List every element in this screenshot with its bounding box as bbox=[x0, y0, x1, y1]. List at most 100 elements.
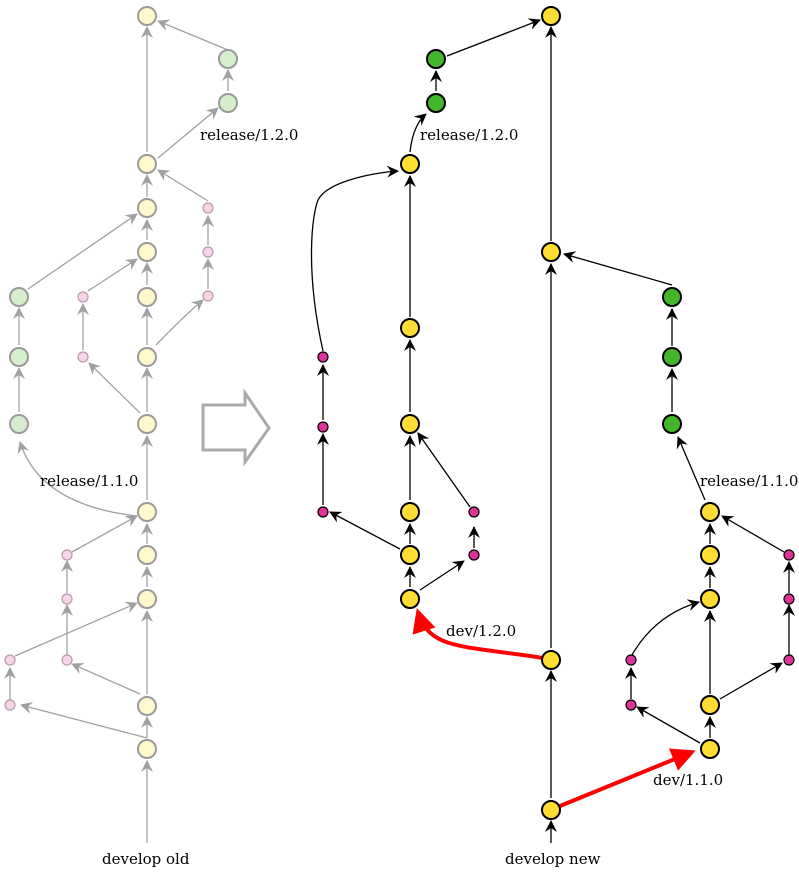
develop-commit bbox=[541, 800, 561, 820]
dev-110-label: dev/1.1.0 bbox=[653, 771, 723, 789]
new-edge bbox=[721, 515, 785, 553]
old-release-110-label: release/1.1.0 bbox=[40, 472, 138, 490]
new-feature-nodes bbox=[317, 351, 795, 711]
old-edge bbox=[14, 601, 138, 657]
old-develop-commit bbox=[137, 6, 157, 26]
old-feature-commit bbox=[202, 246, 214, 258]
old-feature-nodes bbox=[4, 202, 214, 711]
dev-120-commit bbox=[400, 502, 420, 522]
old-feature-commit bbox=[4, 654, 16, 666]
old-edge bbox=[20, 701, 148, 739]
dev-120-highlight-edge bbox=[412, 608, 544, 660]
dev-110-commit bbox=[700, 545, 720, 565]
old-nodes bbox=[9, 6, 238, 759]
old-edge bbox=[157, 107, 219, 159]
new-edge bbox=[631, 599, 700, 656]
dev-110-commit bbox=[700, 502, 720, 522]
new-edge bbox=[676, 436, 706, 501]
new-edge bbox=[563, 251, 673, 286]
old-edge bbox=[27, 213, 138, 290]
develop-commit bbox=[541, 6, 561, 26]
feature-commit bbox=[317, 421, 329, 433]
dev-110-commit bbox=[700, 739, 720, 759]
new-edge bbox=[719, 662, 783, 700]
old-edge bbox=[155, 299, 204, 346]
new-edge bbox=[310, 165, 399, 352]
dev-120-commit bbox=[400, 589, 420, 609]
new-edges bbox=[310, 18, 795, 843]
old-edge bbox=[71, 515, 138, 553]
feature-commit bbox=[468, 506, 480, 518]
release-commit bbox=[662, 347, 682, 367]
old-develop-commit bbox=[137, 154, 157, 174]
release-commit bbox=[426, 49, 446, 69]
old-feature-commit bbox=[61, 549, 73, 561]
old-feature-commit bbox=[77, 351, 89, 363]
develop-commit bbox=[541, 242, 561, 262]
new-edge bbox=[419, 560, 465, 591]
feature-commit bbox=[783, 593, 795, 605]
new-edge bbox=[636, 706, 701, 744]
new-edge bbox=[409, 113, 427, 153]
new-edge bbox=[329, 511, 401, 550]
old-edges bbox=[3, 19, 234, 843]
dev-120-commit bbox=[400, 414, 420, 434]
dev-110-commit bbox=[700, 589, 720, 609]
old-release-commit bbox=[218, 93, 238, 113]
new-edge bbox=[417, 432, 471, 508]
feature-commit bbox=[783, 549, 795, 561]
dev-120-label: dev/1.2.0 bbox=[446, 622, 516, 640]
old-release-120-label: release/1.2.0 bbox=[200, 126, 298, 144]
old-edge bbox=[71, 662, 141, 695]
new-release-nodes bbox=[426, 49, 682, 434]
old-develop-commit bbox=[137, 242, 157, 262]
dev-110-commit bbox=[700, 695, 720, 715]
develop-new-label: develop new bbox=[505, 850, 601, 868]
old-develop-commit bbox=[137, 739, 157, 759]
old-develop-commit bbox=[137, 589, 157, 609]
old-feature-commit bbox=[61, 654, 73, 666]
feature-commit bbox=[468, 549, 480, 561]
old-develop-commit bbox=[137, 696, 157, 716]
new-release-110-label: release/1.1.0 bbox=[700, 472, 798, 490]
old-feature-commit bbox=[4, 699, 16, 711]
release-commit bbox=[662, 414, 682, 434]
old-edge bbox=[87, 258, 138, 292]
feature-commit bbox=[625, 654, 637, 666]
old-edge bbox=[88, 362, 141, 414]
old-feature-commit bbox=[202, 290, 214, 302]
feature-commit bbox=[317, 506, 329, 518]
old-release-commit bbox=[9, 347, 29, 367]
develop-old-label: develop old bbox=[102, 850, 190, 868]
old-develop-commit bbox=[137, 502, 157, 522]
feature-commit bbox=[783, 654, 795, 666]
old-develop-commit bbox=[137, 347, 157, 367]
old-develop-commit bbox=[137, 545, 157, 565]
old-edge bbox=[157, 169, 209, 202]
new-graph: release/1.2.0 release/1.1.0 dev/1.2.0 de… bbox=[310, 6, 798, 868]
dev-120-commit bbox=[400, 318, 420, 338]
right-arrow-icon bbox=[201, 388, 271, 467]
old-graph: release/1.2.0 release/1.1.0 develop old bbox=[3, 6, 298, 868]
new-edge bbox=[446, 18, 541, 57]
old-release-commit bbox=[9, 287, 29, 307]
old-edge bbox=[17, 441, 138, 517]
new-main-nodes bbox=[400, 6, 720, 820]
feature-commit bbox=[625, 699, 637, 711]
release-commit bbox=[426, 93, 446, 113]
old-feature-commit bbox=[202, 202, 214, 214]
new-release-120-label: release/1.2.0 bbox=[420, 126, 518, 144]
dev-120-commit bbox=[400, 154, 420, 174]
old-develop-commit bbox=[137, 414, 157, 434]
old-develop-commit bbox=[137, 287, 157, 307]
dev-110-highlight-edge bbox=[559, 748, 696, 808]
dev-120-commit bbox=[400, 545, 420, 565]
old-release-commit bbox=[9, 414, 29, 434]
old-feature-commit bbox=[77, 291, 89, 303]
old-develop-commit bbox=[137, 198, 157, 218]
release-commit bbox=[662, 287, 682, 307]
develop-commit bbox=[541, 650, 561, 670]
feature-commit bbox=[317, 351, 329, 363]
old-feature-commit bbox=[61, 593, 73, 605]
